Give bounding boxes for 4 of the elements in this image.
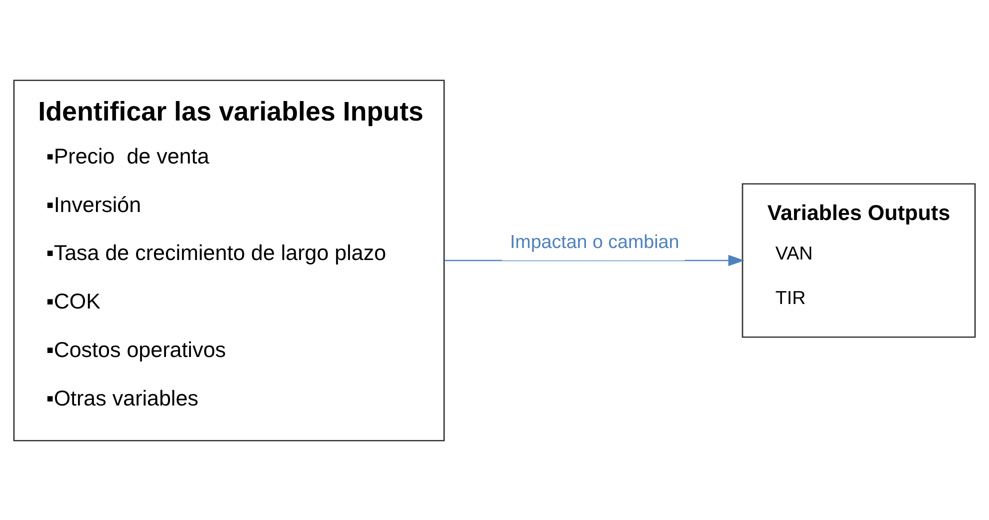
node-box: Identificar las variables Inputs ▪Precio de venta ▪Inversión ▪Tasa de crecimiento de largo plazo ▪COK ▪Costos operativos ▪Otras variables [13, 79, 445, 441]
node-box: Variables Outputs VAN TIR [742, 182, 976, 338]
arrow [444, 254, 744, 266]
edge-label: Impactan o cambian [510, 230, 680, 252]
